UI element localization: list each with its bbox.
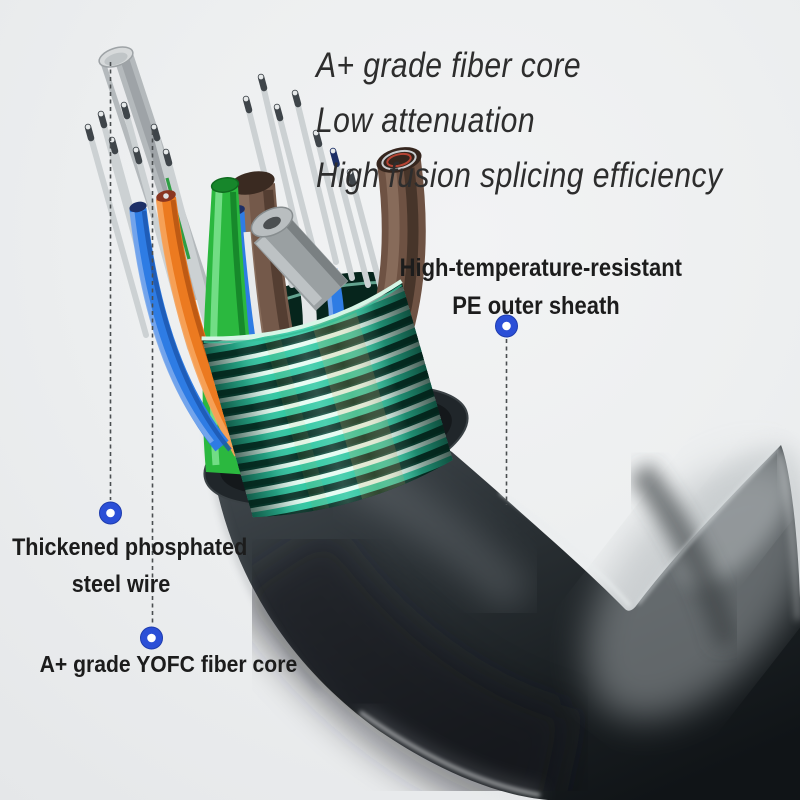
feature-text-block: A+ grade fiber core Low attenuation High… [316,38,722,203]
navy-core-fiber [329,147,371,288]
callout-label-pe-sheath: High-temperature-resistant PE outer shea… [399,249,682,325]
callout-label-steel-wire: Thickened phosphated steel wire [12,529,248,603]
feature-line-1: A+ grade fiber core [316,46,582,85]
callout-marker-fiber [140,626,163,650]
callout-label-fiber-core: A+ grade YOFC fiber core [39,651,298,678]
loose-tube-gray [250,206,349,311]
fiber-label-line-1: A+ grade YOFC fiber core [39,651,298,677]
blue-tube-left [129,201,232,452]
callout-marker-pe [495,314,518,338]
leader-lines [109,62,508,625]
callout-marker-steel [99,501,122,525]
feature-line-2: Low attenuation [316,101,535,140]
pe-label-line-1: High-temperature-resistant [399,254,682,282]
pe-label-line-2: PE outer sheath [452,292,620,320]
feature-line-3: High fusion splicing efficiency [316,156,723,195]
steel-label-line-1: Thickened phosphated [12,534,248,561]
steel-label-line-2: steel wire [71,571,171,598]
spiral-armor [201,279,457,530]
